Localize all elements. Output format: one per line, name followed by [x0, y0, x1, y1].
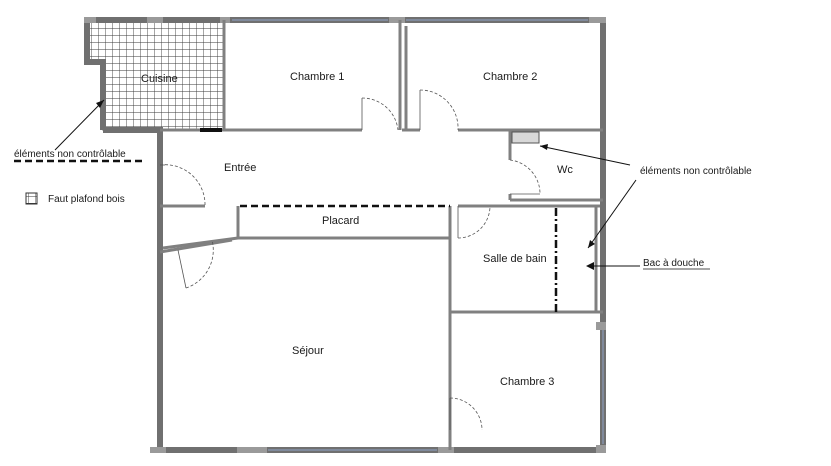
windows [232, 19, 604, 451]
left-annotation-label: éléments non contrôlable [14, 149, 126, 160]
room-label-cuisine: Cuisine [141, 73, 178, 85]
legend-label: Faut plafond bois [48, 194, 125, 205]
room-label-chambre-1: Chambre 1 [290, 71, 344, 83]
room-label-chambre-3: Chambre 3 [500, 376, 554, 388]
doors [159, 89, 541, 431]
room-label-wc: Wc [557, 164, 573, 176]
interior-walls [159, 20, 603, 450]
wc-cistern [511, 131, 540, 144]
room-label-placard: Placard [322, 215, 359, 227]
right-annotation-label: éléments non contrôlable [640, 166, 752, 177]
bac-a-douche-label: Bac à douche [643, 258, 705, 269]
room-label-sejour: Séjour [292, 345, 324, 357]
right-annotation-arrow-shower [587, 179, 637, 249]
bac-a-douche-arrowhead [586, 262, 594, 270]
left-annotation-arrow [54, 99, 105, 151]
room-label-salle-de-bain: Salle de bain [483, 253, 547, 265]
room-label-chambre-2: Chambre 2 [483, 71, 537, 83]
right-annotation-arrowhead-shower [588, 240, 595, 248]
room-label-entree: Entrée [224, 162, 256, 174]
right-annotation-arrowhead-wc [540, 144, 548, 150]
legend-swatch [25, 192, 38, 205]
right-annotation-arrow-wc [539, 145, 631, 166]
left-annotation-arrowhead [96, 100, 104, 108]
